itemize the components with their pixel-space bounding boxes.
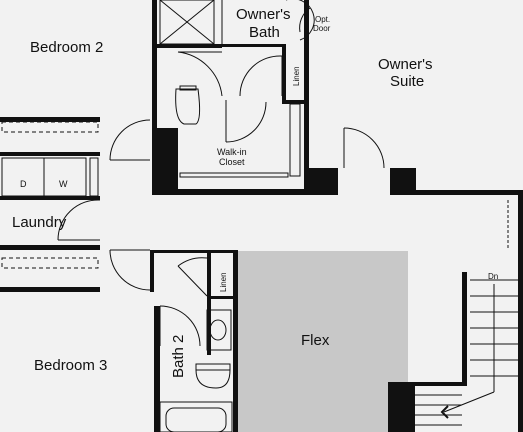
label-owners-bath-1: Owner's	[236, 6, 291, 23]
label-owners-bath-2: Bath	[249, 24, 280, 41]
label-washer: W	[59, 179, 68, 189]
label-stairs-dn: Dn	[488, 272, 498, 281]
label-owners-suite-2: Suite	[390, 73, 424, 90]
label-opt-door-2: Door	[313, 24, 331, 33]
label-bath2: Bath 2	[170, 335, 187, 378]
label-linen-bottom: Linen	[219, 272, 228, 292]
label-laundry: Laundry	[12, 214, 67, 231]
label-bedroom3: Bedroom 3	[34, 357, 107, 374]
flex-room-fill	[238, 251, 408, 432]
label-walkin-2: Closet	[219, 157, 245, 167]
label-dryer: D	[20, 179, 27, 189]
label-opt-door-1: Opt.	[315, 15, 330, 24]
label-linen-top: Linen	[292, 66, 301, 86]
label-owners-suite-1: Owner's	[378, 56, 433, 73]
label-bedroom2: Bedroom 2	[30, 39, 103, 56]
label-walkin-1: Walk-in	[217, 147, 247, 157]
label-flex: Flex	[301, 332, 330, 349]
